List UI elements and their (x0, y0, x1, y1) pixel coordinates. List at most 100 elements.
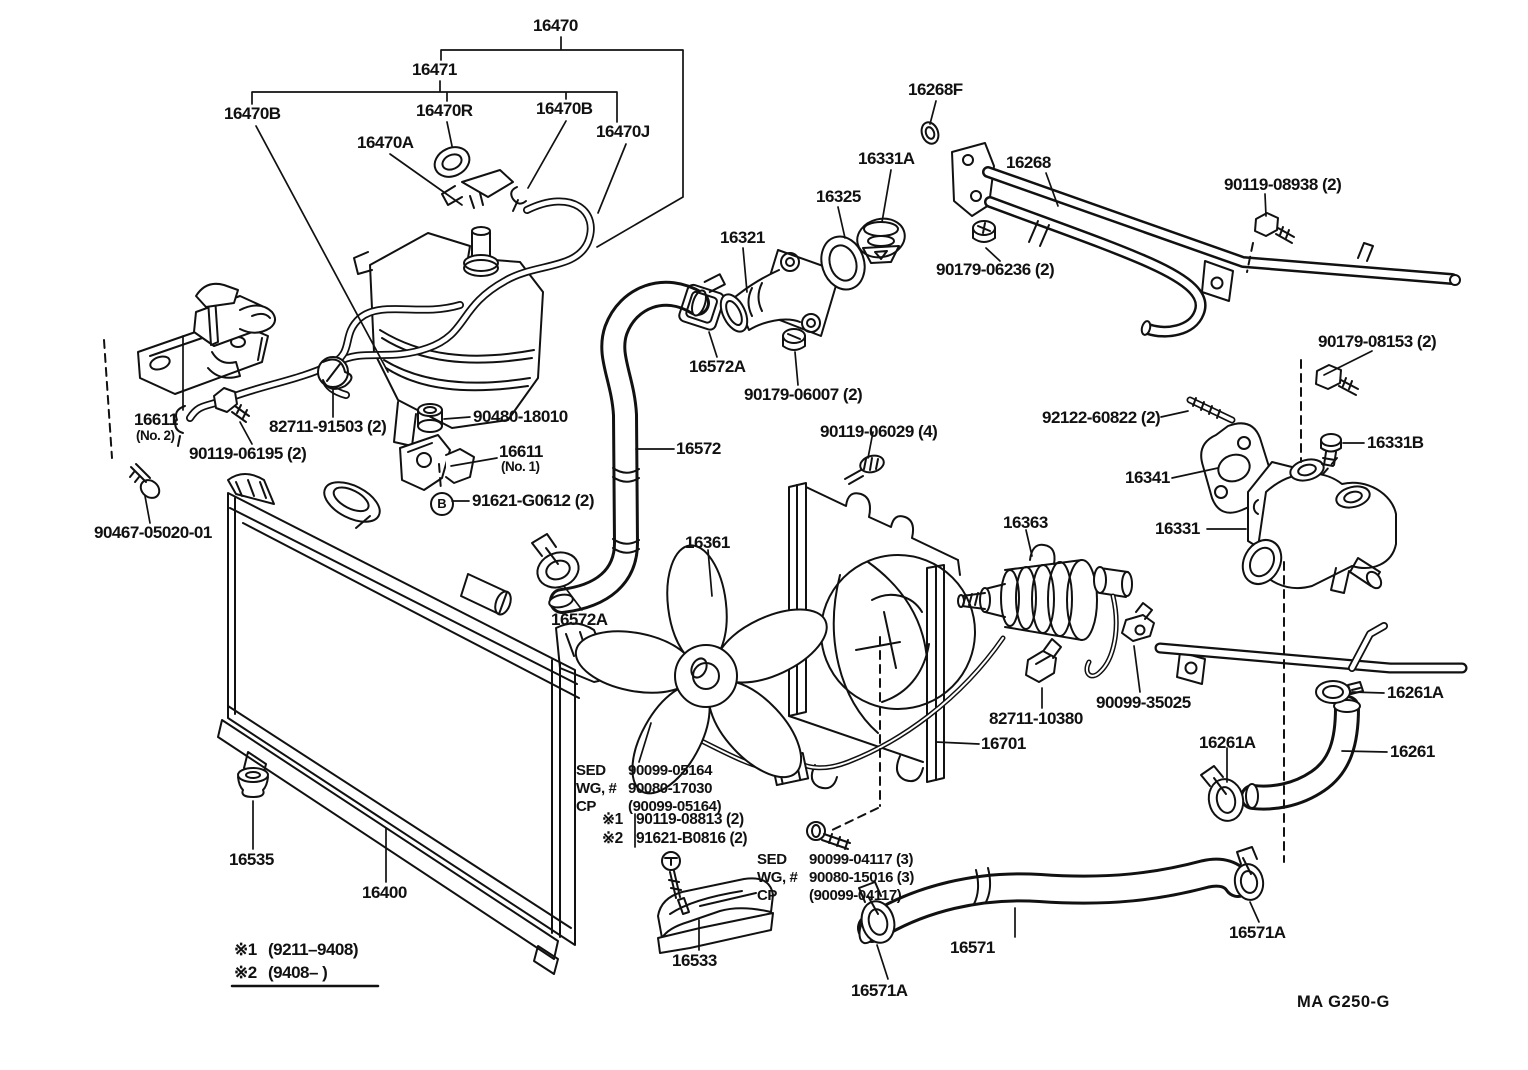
part-label: 16331 (1155, 519, 1200, 538)
assembly-dashed-lines (103, 242, 1338, 863)
nut-90179-06007 (782, 328, 806, 351)
bolt-90179-08153 (1315, 364, 1359, 396)
variant-row: SED 90099-05164 (576, 763, 721, 778)
pin-90467-05020 (129, 463, 161, 499)
bracket-16611-no1 (399, 434, 475, 491)
clamp-16261A-top (1315, 680, 1364, 704)
stud-92122-60822 (1186, 396, 1236, 424)
variant-value: (90099-04117) (809, 887, 902, 904)
part-label: 16400 (362, 883, 407, 902)
part-label: 16325 (816, 187, 861, 206)
clamp-16571A-left (858, 881, 896, 944)
bolt-90119-06195 (213, 387, 250, 423)
star-key: ※2 (602, 829, 623, 847)
variant-key: CP (757, 887, 778, 904)
radiator-16400 (217, 473, 610, 975)
clip-90099-35025 (1121, 602, 1155, 642)
fan-motor-16363 (957, 543, 1133, 679)
part-label: 16331A (858, 149, 915, 168)
variant-key: WG, # (576, 780, 617, 797)
part-label: 82711-10380 (989, 709, 1083, 728)
circled-b-symbol: B (430, 492, 454, 516)
part-label: 91621-G0612 (2) (472, 491, 594, 510)
part-label: 16268F (908, 80, 963, 99)
part-label: (No. 2) (136, 428, 175, 443)
clamp-16261A-left (1200, 765, 1245, 822)
star-key: ※1 (602, 811, 623, 828)
part-label: 16261 (1390, 742, 1435, 761)
part-label: 90119-06195 (2) (189, 444, 307, 463)
part-label: 16571A (1229, 923, 1286, 942)
clamp-16572A-upper (678, 273, 726, 331)
variant-block-1: SED 90099-05164 WG, # 90080-17030 CP (90… (576, 763, 722, 817)
footnote-symbol: ※2 (234, 962, 257, 982)
support-16533 (657, 877, 774, 954)
part-label: 16470R (416, 101, 473, 120)
star-value: 90119-08813 (2) (636, 811, 744, 828)
part-label: 16363 (1003, 513, 1048, 532)
page-code: MA G250-G (1297, 993, 1390, 1011)
part-label: 16470B (224, 104, 281, 123)
part-label: 90480-18010 (473, 407, 568, 426)
variant-value: 90099-04117 (3) (809, 851, 914, 868)
part-label: 16331B (1367, 433, 1424, 452)
footnote-key: ※1 (9211–9408) ※2 (9408– ) (234, 940, 358, 985)
footnote-text: (9211–9408) (268, 940, 358, 959)
bypass-pipe-16268 (951, 142, 1468, 685)
part-label: 16701 (981, 734, 1026, 753)
part-label: 16572A (551, 610, 608, 629)
footnote-row: ※2 (9408– ) (234, 963, 358, 983)
starred-row: ※2 91621-B0816 (2) (602, 829, 748, 847)
variant-key: WG, # (757, 869, 798, 886)
starred-row: ※1 90119-08813 (2) (602, 812, 747, 828)
part-label: 16268 (1006, 153, 1051, 172)
reserve-tank-16470 (353, 146, 544, 447)
part-label: 16571 (950, 938, 995, 957)
bolt-90099-04117 (806, 821, 851, 850)
star-value: 91621-B0816 (2) (636, 829, 748, 847)
footnote-symbol: ※1 (234, 940, 257, 959)
drain-plug-16535 (237, 767, 269, 798)
variant-value: (90099-05164) (628, 798, 722, 815)
part-label: 16470 (533, 16, 578, 35)
grommet-90480-18010 (417, 403, 443, 433)
part-label: 16533 (672, 951, 717, 970)
part-label: 16470J (596, 122, 650, 141)
footnote-text: (9408– ) (268, 962, 328, 982)
part-label: 16321 (720, 228, 765, 247)
thermostat-16331A (856, 217, 906, 264)
part-label: 90119-06029 (4) (820, 422, 938, 441)
part-label: 16261A (1387, 683, 1444, 702)
water-outlet-16331 (1241, 458, 1397, 594)
part-label: 90179-08153 (2) (1318, 332, 1437, 351)
variant-value: 90080-17030 (628, 780, 713, 797)
bolt-91621-B0816 (661, 851, 690, 915)
part-label: 16470B (536, 99, 593, 118)
part-label: 90099-35025 (1096, 693, 1191, 712)
variant-key: SED (757, 851, 787, 868)
variant-row: CP (90099-05164) (576, 798, 722, 815)
part-label: 90119-08938 (2) (1224, 175, 1342, 194)
fan-16361 (574, 544, 828, 795)
nut-90179-06236 (972, 220, 996, 243)
part-label: 16361 (685, 533, 730, 552)
part-label: 16572A (689, 357, 746, 376)
part-label: 16535 (229, 850, 274, 869)
variant-value: 90099-05164 (628, 762, 713, 779)
part-label: 16611 (134, 410, 178, 429)
part-label: 16261A (1199, 733, 1256, 752)
bracket-16611-no2 (137, 282, 276, 395)
part-label: 16470A (357, 133, 414, 152)
variant-row: SED 90099-04117 (3) (757, 852, 914, 867)
part-label: 82711-91503 (2) (269, 417, 387, 436)
variant-key: CP (576, 798, 597, 815)
part-label: 16341 (1125, 468, 1170, 487)
part-label: 16571A (851, 981, 908, 1000)
washer-16268F (920, 121, 940, 145)
part-label: 16611 (499, 442, 543, 461)
part-label: 90179-06236 (2) (936, 260, 1055, 279)
upper-hose-16572 (548, 280, 710, 614)
variant-row: WG, # 90080-15016 (3) (757, 870, 914, 885)
part-label: (No. 1) (501, 459, 540, 474)
